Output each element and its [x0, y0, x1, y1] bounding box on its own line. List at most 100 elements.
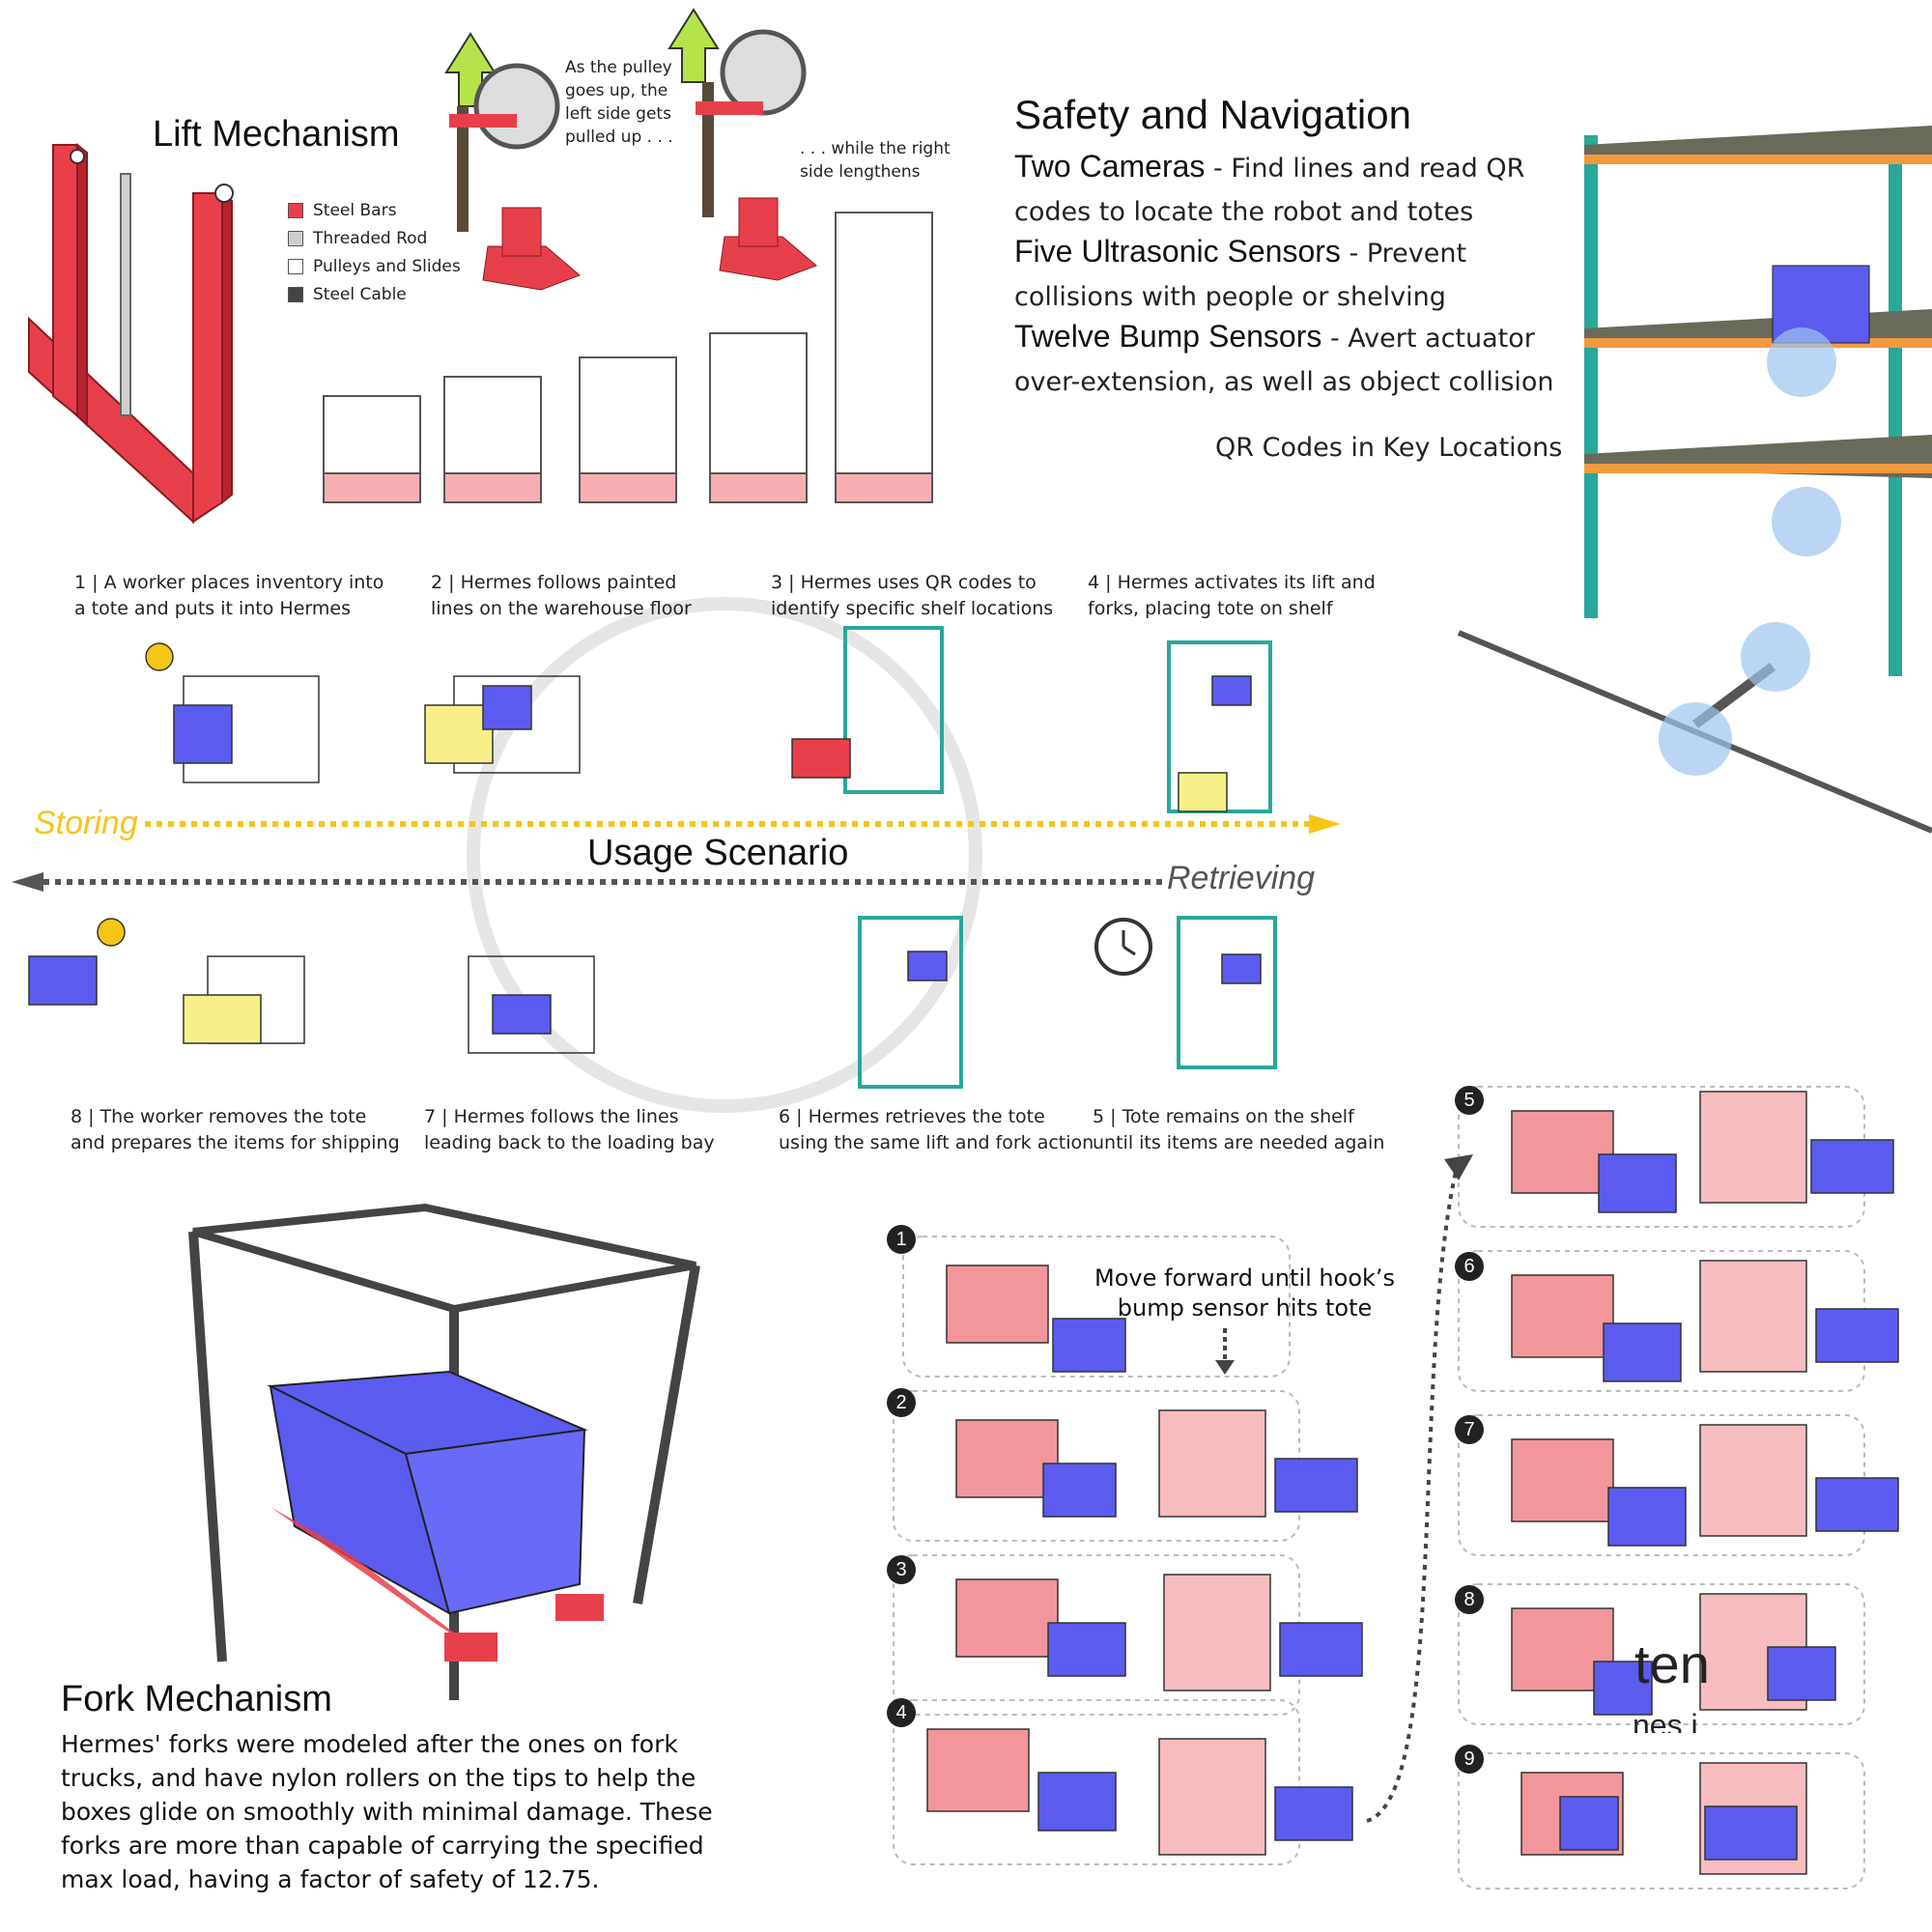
pulleys-swatch	[288, 259, 303, 274]
sequence-badge-9: 9	[1455, 1745, 1484, 1774]
separator: -	[1340, 239, 1367, 269]
step-number: 8	[71, 1106, 83, 1127]
sequence-badge-8: 8	[1455, 1585, 1484, 1614]
fork-illustration	[188, 1203, 700, 1700]
sequence-badge-4: 4	[887, 1698, 916, 1727]
step-text: using the same lift and fork action	[779, 1132, 1094, 1153]
continuation-arrow	[1366, 1158, 1461, 1823]
storing-illustrations	[145, 626, 1272, 813]
fork-line: boxes glide on smoothly with minimal dam…	[61, 1798, 713, 1826]
step-text: Hermes retrieves the tote	[808, 1106, 1045, 1127]
step-number: 4	[1088, 572, 1100, 593]
fork-line: max load, having a factor of safety of 1…	[61, 1865, 600, 1893]
step-text: identify specific shelf locations	[771, 598, 1054, 619]
note-line: Move forward until hook’s	[1094, 1264, 1396, 1292]
safety-item-text: collisions with people or shelving	[1014, 282, 1446, 312]
step-text: The worker removes the tote	[99, 1106, 367, 1127]
step-number: 6	[779, 1106, 791, 1127]
steel-cable-swatch	[288, 287, 303, 302]
separator: -	[1205, 154, 1232, 184]
material-legend: Steel Bars Threaded Rod Pulleys and Slid…	[288, 201, 461, 313]
sequence-illustrations	[926, 1091, 1899, 1875]
step-text: until its items are needed again	[1093, 1132, 1385, 1153]
step-text: leading back to the loading bay	[424, 1132, 715, 1153]
sequence-badge-6: 6	[1455, 1252, 1484, 1281]
sequence-badge-3: 3	[887, 1555, 916, 1584]
lift-title: Lift Mechanism	[153, 114, 400, 155]
safety-item-text: over-extension, as well as object collis…	[1014, 367, 1554, 397]
note-line: . . . while the right	[800, 139, 951, 158]
safety-item-head: Twelve Bump Sensors	[1014, 319, 1322, 354]
step-number: 2	[431, 572, 443, 593]
steel-bars-swatch	[288, 203, 303, 218]
threaded-rod-swatch	[288, 231, 303, 246]
step-text: lines on the warehouse floor	[431, 598, 692, 619]
qr-caption: QR Codes in Key Locations	[1215, 433, 1563, 463]
pulley-note-right: . . . while the right side lengthens	[800, 137, 951, 184]
note-line: goes up, the	[565, 81, 668, 100]
sequence-badge-1: 1	[887, 1225, 916, 1254]
note-line: As the pulley	[565, 58, 672, 77]
step-text: a tote and puts it into Hermes	[74, 598, 351, 619]
step-number: 7	[424, 1106, 437, 1127]
fork-description: Hermes' forks were modeled after the one…	[61, 1727, 713, 1896]
step-text: Hermes activates its lift and	[1117, 572, 1376, 593]
note-line: pulled up . . .	[565, 128, 673, 147]
pulley-diagram-right	[668, 8, 817, 281]
safety-title: Safety and Navigation	[1014, 92, 1411, 137]
lift-frame	[28, 142, 234, 525]
step-text: and prepares the items for shipping	[71, 1132, 400, 1153]
sequence-badge-2: 2	[887, 1388, 916, 1417]
step-text: Hermes uses QR codes to	[800, 572, 1037, 593]
sequence-note: Move forward until hook’s bump sensor hi…	[1094, 1264, 1395, 1323]
qr-shelf-illustration	[1457, 126, 1932, 834]
step-text: Tote remains on the shelf	[1122, 1106, 1354, 1127]
pulley-diagram-left	[444, 32, 581, 291]
lift-stages	[323, 212, 933, 503]
fork-line: forks are more than capable of carrying …	[61, 1832, 704, 1860]
usage-ring	[467, 597, 982, 1113]
overlay-text: ten	[1634, 1634, 1710, 1694]
usage-title: Usage Scenario	[587, 833, 849, 873]
safety-item-head: Two Cameras	[1014, 149, 1206, 184]
step-number: 1	[74, 572, 87, 593]
step-text: Hermes follows painted	[460, 572, 677, 593]
note-line: left side gets	[565, 104, 671, 124]
fork-line: Hermes' forks were modeled after the one…	[61, 1730, 678, 1758]
retrieving-label: Retrieving	[1167, 860, 1316, 896]
sequence-badge-5: 5	[1455, 1086, 1484, 1115]
fork-title: Fork Mechanism	[61, 1679, 332, 1719]
pulley-note-left: As the pulley goes up, the left side get…	[565, 56, 673, 149]
note-line: bump sensor hits tote	[1117, 1294, 1373, 1321]
legend-label: Steel Cable	[313, 285, 407, 304]
safety-item-text: Avert actuator	[1348, 324, 1535, 354]
overlay-subtext: nes i	[1633, 1708, 1698, 1733]
sequence-badge-7: 7	[1455, 1415, 1484, 1444]
step-text: Hermes follows the lines	[453, 1106, 679, 1127]
safety-item-text: codes to locate the robot and totes	[1014, 197, 1474, 227]
storing-label: Storing	[34, 805, 138, 841]
safety-item-text: Find lines and read QR	[1231, 154, 1525, 184]
separator: -	[1321, 324, 1349, 354]
safety-list: Two Cameras - Find lines and read QR cod…	[1014, 147, 1555, 402]
step-number: 3	[771, 572, 783, 593]
step-text: forks, placing tote on shelf	[1088, 598, 1333, 619]
step-number: 5	[1093, 1106, 1105, 1127]
step-text: A worker places inventory into	[103, 572, 384, 593]
safety-item-text: Prevent	[1366, 239, 1467, 269]
legend-label: Steel Bars	[313, 201, 397, 220]
retrieving-illustrations	[28, 916, 1277, 1089]
legend-label: Pulleys and Slides	[313, 257, 461, 276]
legend-label: Threaded Rod	[313, 229, 428, 248]
note-line: side lengthens	[800, 162, 921, 182]
fork-line: trucks, and have nylon rollers on the ti…	[61, 1764, 696, 1792]
